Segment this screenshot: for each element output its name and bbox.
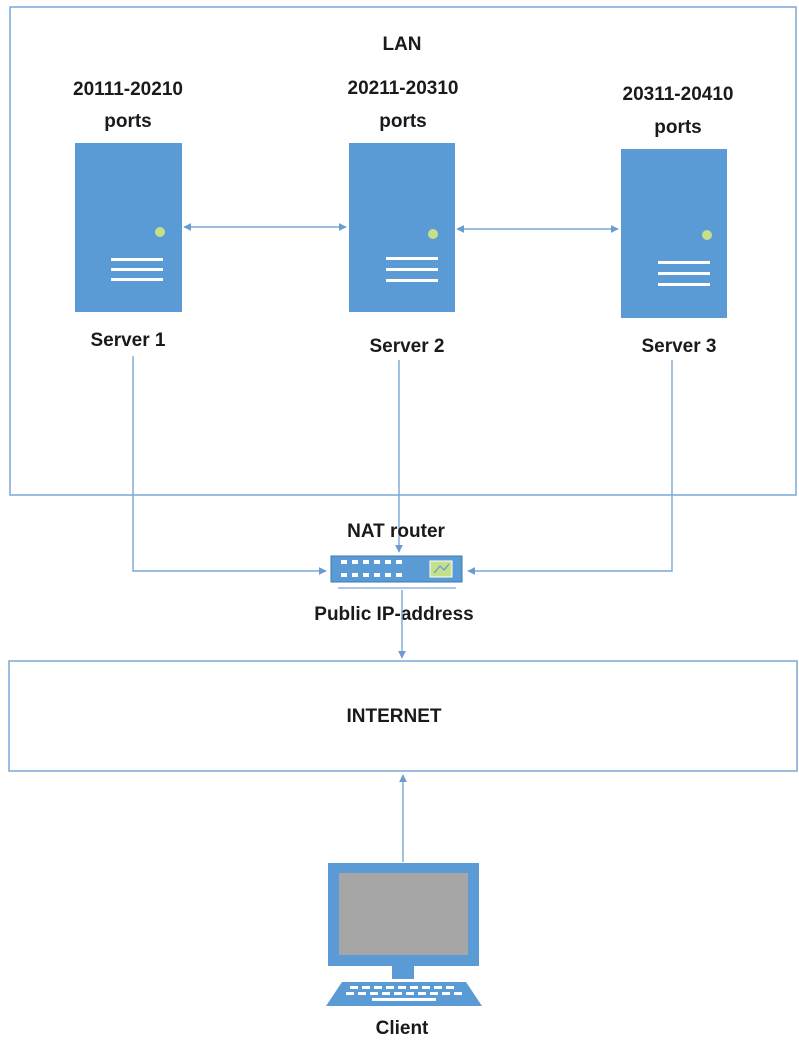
server-3-ports-word: ports: [654, 117, 702, 138]
lan-label: LAN: [382, 34, 421, 55]
server-2-ports-range: 20211-20310: [348, 78, 459, 99]
internet-box: [8, 660, 798, 772]
server-3-name: Server 3: [641, 336, 716, 357]
server-2-ports-word: ports: [379, 111, 427, 132]
router-public-ip-label: Public IP-address: [314, 604, 473, 625]
link-server1-router: [132, 356, 327, 575]
link-server3-router: [467, 360, 673, 575]
server-1-icon: [75, 143, 182, 312]
server-2-icon: [349, 143, 455, 312]
internet-label: INTERNET: [347, 706, 442, 727]
server-1-ports-word: ports: [104, 111, 152, 132]
server-1-ports-range: 20111-20210: [73, 79, 183, 100]
router-icon: [330, 555, 463, 589]
router-title: NAT router: [347, 521, 445, 542]
client-label: Client: [376, 1018, 429, 1039]
server-3-ports-range: 20311-20410: [623, 84, 734, 105]
server-2-name: Server 2: [369, 336, 444, 357]
server-1-name: Server 1: [90, 330, 165, 351]
client-computer-icon: [326, 863, 482, 1006]
server-3-icon: [621, 149, 727, 318]
lan-boundary: [9, 6, 797, 496]
